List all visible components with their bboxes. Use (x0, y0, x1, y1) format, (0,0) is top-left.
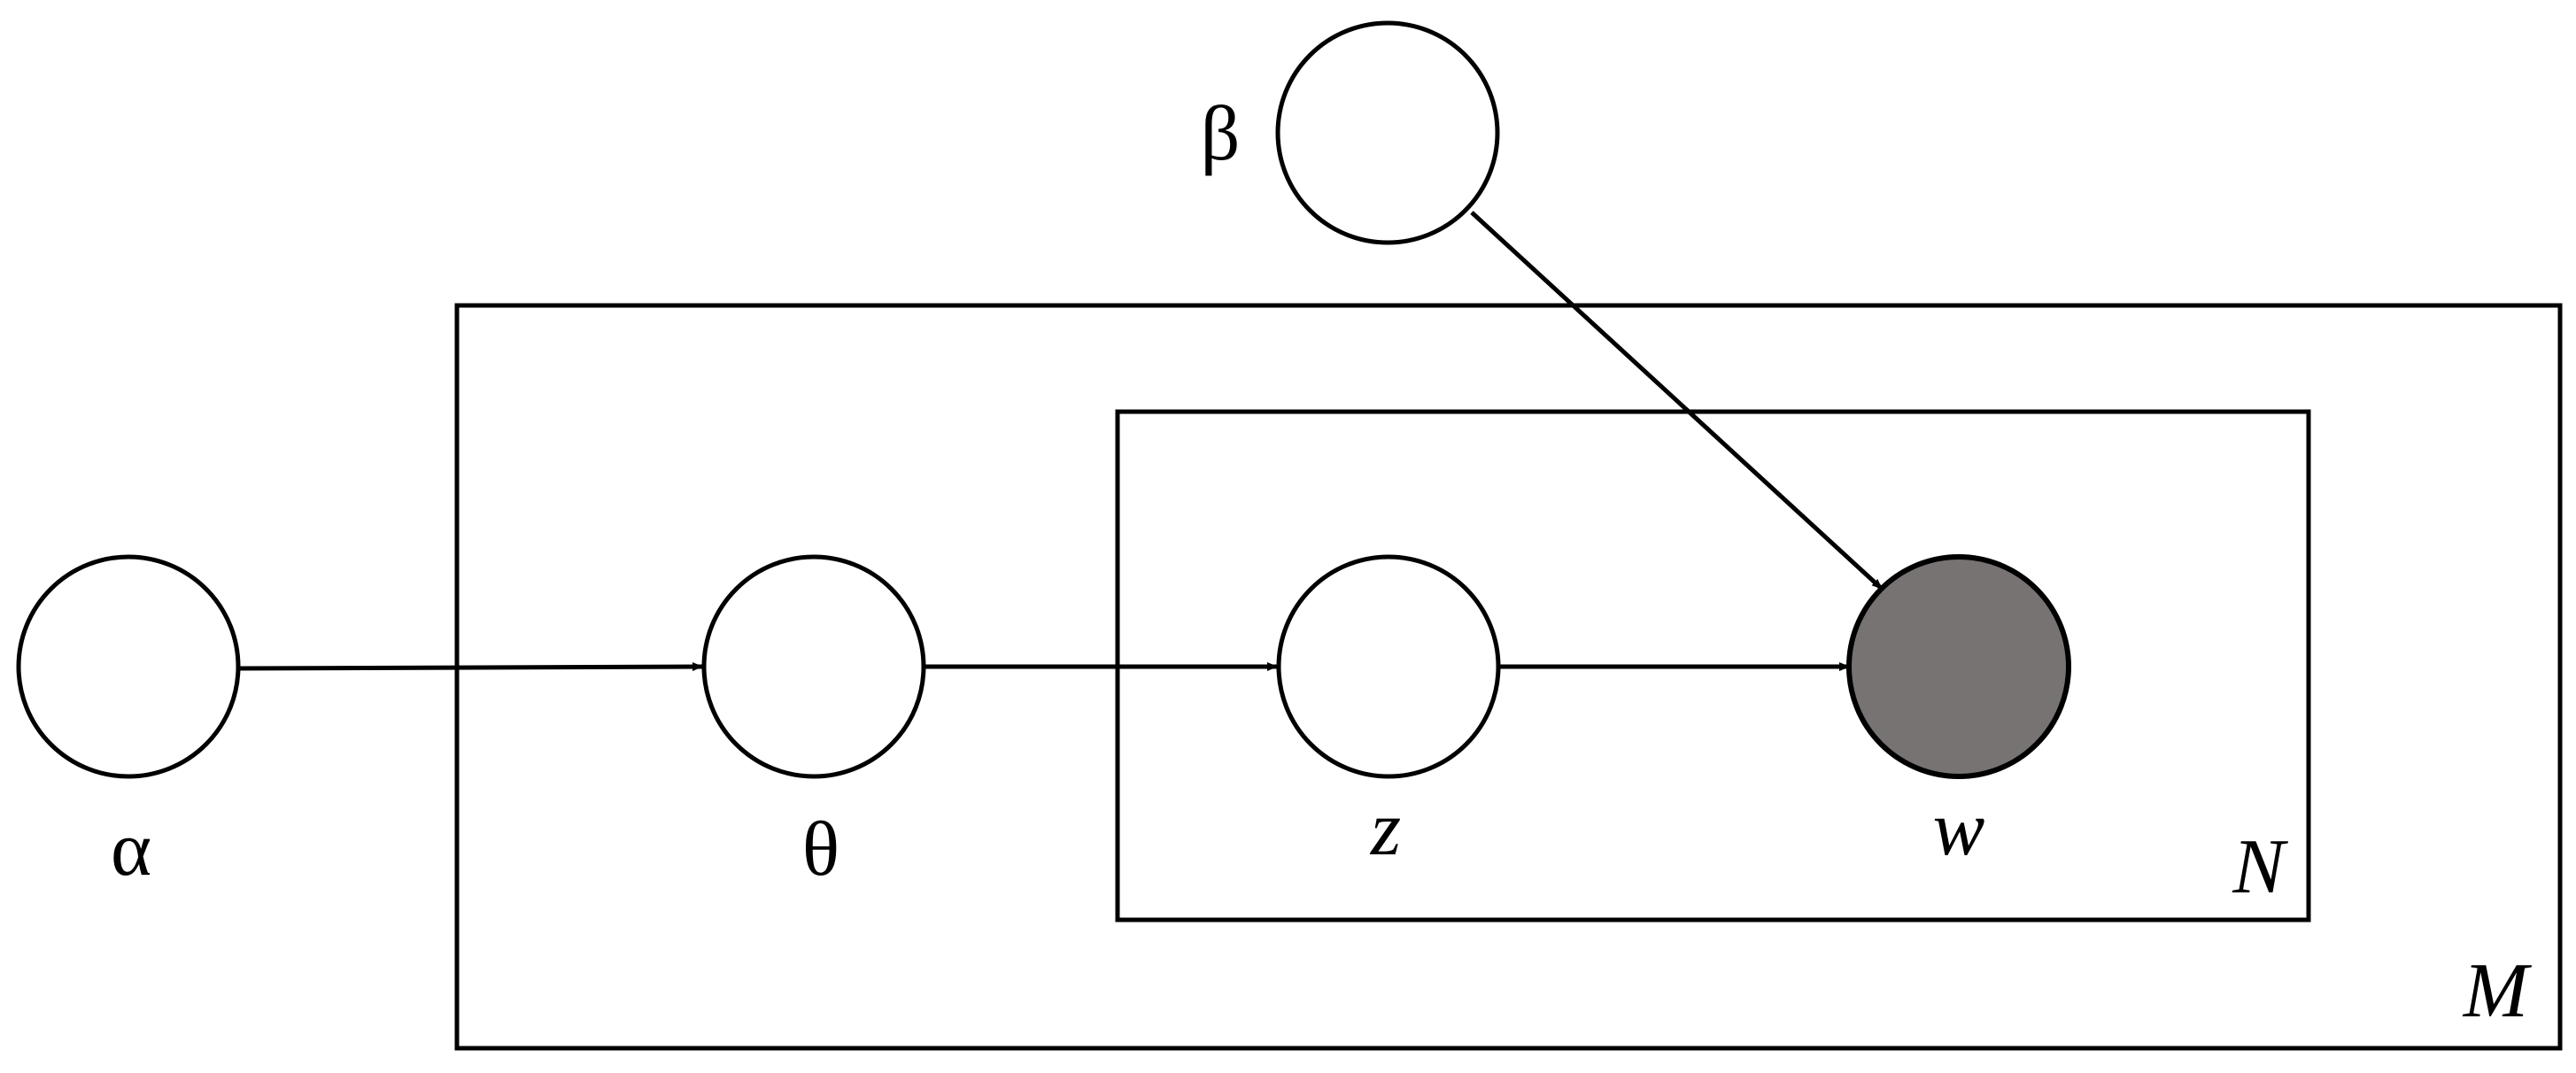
label-plate-outer: M (2462, 948, 2533, 1034)
label-plate-inner: N (2232, 824, 2288, 910)
node-theta (701, 554, 926, 779)
label-theta: θ (802, 807, 839, 892)
edge-alpha-theta (237, 662, 703, 672)
node-z (1276, 554, 1501, 779)
edge-beta-w (1470, 211, 1884, 591)
label-w: w (1933, 786, 1985, 872)
plate-outer (454, 303, 2563, 1051)
node-beta (1275, 20, 1500, 245)
node-alpha (16, 554, 241, 779)
label-beta: β (1201, 91, 1241, 177)
label-alpha: α (111, 807, 151, 892)
node-w (1846, 554, 2071, 779)
label-z: z (1370, 786, 1401, 872)
